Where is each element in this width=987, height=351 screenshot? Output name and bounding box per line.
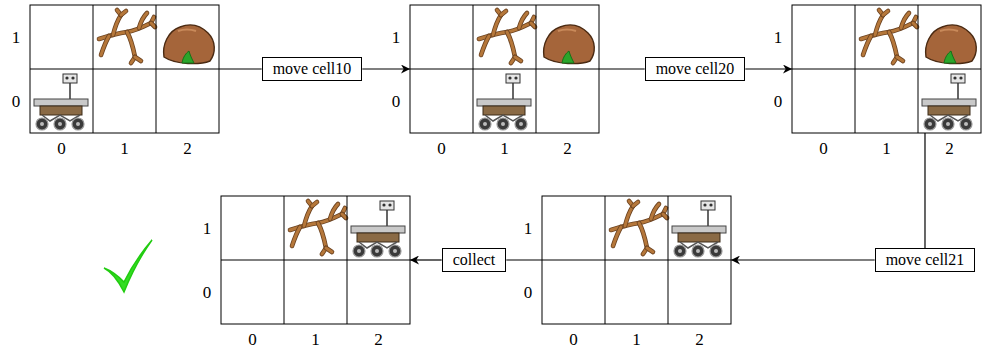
axis-number: 0 xyxy=(569,331,578,348)
grid-lines xyxy=(30,5,219,133)
rock-icon xyxy=(926,25,977,64)
grid-picture xyxy=(542,196,731,324)
grid-picture xyxy=(410,5,599,133)
grid-state: 10012 xyxy=(30,5,219,133)
grid-state: 10012 xyxy=(410,5,599,133)
axis-number: 1 xyxy=(500,140,509,157)
axis-number: 0 xyxy=(248,331,257,348)
axis-number: 1 xyxy=(392,29,401,46)
axis-number: 1 xyxy=(12,29,21,46)
axis-number: 2 xyxy=(563,140,572,157)
grid-picture xyxy=(30,5,219,133)
transition-line xyxy=(219,68,262,69)
axis-number: 0 xyxy=(12,93,21,110)
action-box: move cell10 xyxy=(262,57,363,81)
axis-number: 0 xyxy=(819,140,828,157)
rover-icon xyxy=(34,74,88,130)
axis-number: 1 xyxy=(882,140,891,157)
transition-line xyxy=(731,259,875,260)
axis-number: 1 xyxy=(120,140,129,157)
axis-number: 2 xyxy=(695,331,704,348)
axis-number: 1 xyxy=(311,331,320,348)
action-box: move cell21 xyxy=(875,248,976,272)
rover-icon xyxy=(351,201,405,257)
grid-state: 10012 xyxy=(542,196,731,324)
grid-lines xyxy=(792,5,981,133)
tree-icon xyxy=(611,201,667,254)
rock-icon xyxy=(544,25,595,64)
grid-picture xyxy=(221,196,410,324)
action-box: collect xyxy=(442,248,507,272)
grid-state: 10012 xyxy=(792,5,981,133)
grid-picture xyxy=(792,5,981,133)
axis-number: 0 xyxy=(437,140,446,157)
axis-number: 1 xyxy=(632,331,641,348)
transition-line xyxy=(362,68,410,69)
grid-state: 10012 xyxy=(221,196,410,324)
action-label: move cell20 xyxy=(656,60,735,78)
transition-line xyxy=(410,259,442,260)
grid-lines xyxy=(542,196,731,324)
tree-icon xyxy=(99,10,155,63)
rock-icon xyxy=(164,25,215,64)
axis-number: 0 xyxy=(392,93,401,110)
axis-number: 2 xyxy=(183,140,192,157)
grid-lines xyxy=(410,5,599,133)
axis-number: 0 xyxy=(57,140,66,157)
axis-number: 1 xyxy=(203,220,212,237)
axis-number: 2 xyxy=(945,140,954,157)
transition-line xyxy=(599,68,645,69)
transition-line xyxy=(745,68,792,69)
grid-lines xyxy=(221,196,410,324)
action-label: move cell21 xyxy=(886,251,965,269)
rover-icon xyxy=(477,74,531,130)
tree-icon xyxy=(479,10,535,63)
checkmark xyxy=(104,240,152,292)
axis-number: 2 xyxy=(374,331,383,348)
action-box: move cell20 xyxy=(645,57,746,81)
axis-number: 0 xyxy=(524,284,533,301)
axis-number: 0 xyxy=(203,284,212,301)
transition-line xyxy=(506,259,542,260)
tree-icon xyxy=(861,10,917,63)
tree-icon xyxy=(290,201,346,254)
rover-icon xyxy=(922,74,976,130)
axis-number: 1 xyxy=(524,220,533,237)
axis-number: 1 xyxy=(774,29,783,46)
action-label: collect xyxy=(453,251,496,269)
transition-line xyxy=(924,133,925,248)
axis-number: 0 xyxy=(774,93,783,110)
action-label: move cell10 xyxy=(273,60,352,78)
rover-icon xyxy=(672,201,726,257)
